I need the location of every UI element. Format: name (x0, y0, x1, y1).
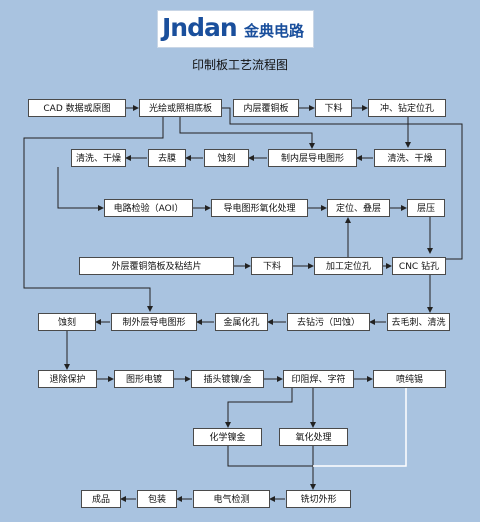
step-inner-laminate: 内层覆铜板 (233, 99, 299, 117)
logo-text-en: Jndan (162, 13, 238, 42)
step-inner-pattern: 制内层导电图形 (268, 149, 357, 167)
step-oxide: 导电图形氧化处理 (211, 199, 308, 217)
step-strip-resist: 退除保护 (38, 370, 97, 388)
step-tab-plate: 插头镀镍/金 (191, 370, 264, 388)
step-deburr: 去毛刺、清洗 (387, 313, 450, 331)
diagram-title: 印制板工艺流程图 (191, 58, 288, 72)
step-routing: 铣切外形 (286, 490, 351, 508)
step-photoplot: 光绘或照相底板 (139, 99, 222, 117)
step-clean-dry-2: 清洗、干燥 (374, 149, 446, 167)
step-desmear: 去钻污（凹蚀） (287, 313, 370, 331)
step-film-remove: 去膜 (148, 149, 186, 167)
step-cut-2: 下料 (251, 257, 293, 275)
step-soldermask: 印阻焊、字符 (283, 370, 354, 388)
step-hasl: 喷纯锡 (373, 370, 446, 388)
step-clean-dry-1: 清洗、干燥 (71, 149, 126, 167)
step-punch-pin: 冲、钻定位孔 (368, 99, 446, 117)
step-outer-laminate: 外层覆铜箔板及粘结片 (79, 257, 234, 275)
step-pth: 金属化孔 (215, 313, 268, 331)
step-press: 层压 (407, 199, 445, 217)
step-cad-data: CAD 数据或原图 (28, 99, 126, 117)
step-electrical-test: 电气检测 (193, 490, 270, 508)
step-packing: 包装 (137, 490, 177, 508)
step-etch-2: 蚀刻 (38, 313, 96, 331)
step-osp: 氧化处理 (279, 428, 348, 446)
step-aoi: 电路检验（AOI） (104, 199, 193, 217)
logo-text-cn: 金典电路 (244, 22, 305, 40)
step-final-product: 成品 (81, 490, 121, 508)
step-eni-gold: 化学镍金 (193, 428, 262, 446)
company-logo: Jndan 金典电路 (157, 10, 314, 48)
step-cnc-drill: CNC 钻孔 (392, 257, 446, 275)
step-layup: 定位、叠层 (327, 199, 390, 217)
step-cut-1: 下料 (315, 99, 352, 117)
step-outer-pattern: 制外层导电图形 (111, 313, 197, 331)
step-pattern-plate: 图形电镀 (114, 370, 174, 388)
step-etch-1: 蚀刻 (204, 149, 249, 167)
step-tooling-holes: 加工定位孔 (314, 257, 383, 275)
